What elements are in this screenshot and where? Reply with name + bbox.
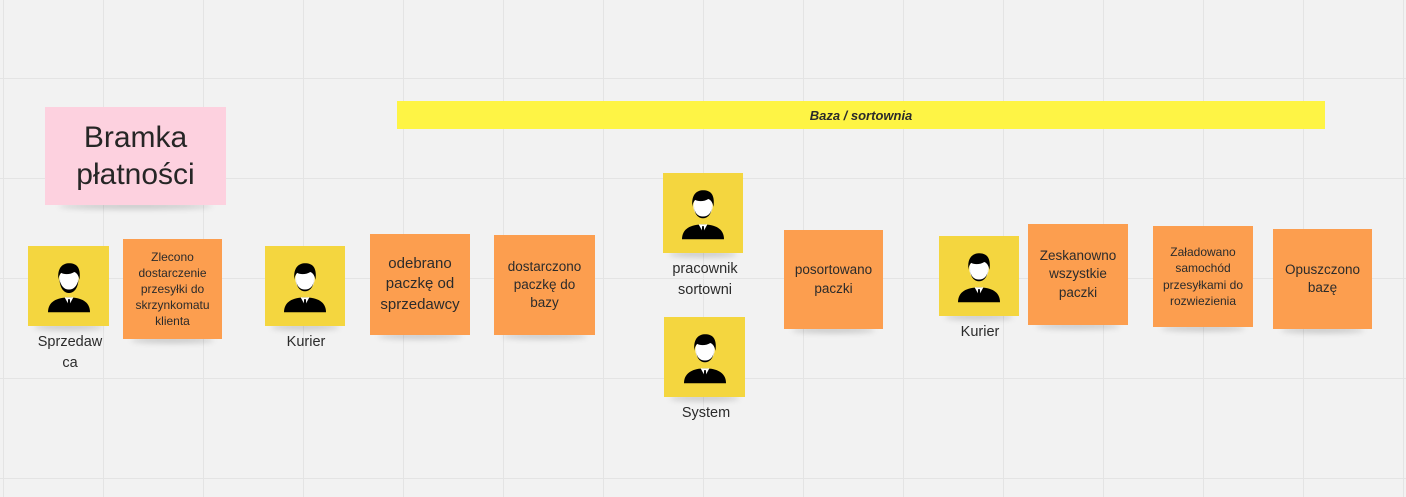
event-note-sorted[interactable]: posortowano paczki (784, 230, 883, 329)
person-icon (682, 190, 724, 240)
event-label: odebrano paczkę od sprzedawcy (380, 255, 460, 313)
external-system-note[interactable]: Bramka płatności (45, 107, 226, 205)
actor-note-courier-2[interactable] (939, 236, 1019, 316)
actor-label-sorting-worker: pracownik sortowni (672, 261, 738, 299)
event-label: Zeskanowno wszystkie paczki (1039, 248, 1117, 300)
event-label: posortowano paczki (794, 262, 873, 296)
event-note-picked-up[interactable]: odebrano paczkę od sprzedawcy (370, 234, 470, 335)
banner-label: Baza / sortownia (809, 107, 913, 123)
event-label: Załadowano samochód przesyłkami do rozwi… (1162, 245, 1244, 308)
external-system-label: Bramka płatności (76, 120, 195, 192)
actor-note-sorting-worker[interactable] (663, 173, 743, 253)
event-note-loaded[interactable]: Załadowano samochód przesyłkami do rozwi… (1153, 226, 1253, 327)
event-note-delivered-to-base[interactable]: dostarczono paczkę do bazy (494, 235, 595, 335)
event-label: Zlecono dostarczenie przesyłki do skrzyn… (135, 249, 210, 329)
actor-note-system[interactable] (664, 317, 745, 397)
actor-label-seller: Sprzedaw ca (37, 334, 103, 372)
event-label: dostarczono paczkę do bazy (507, 258, 582, 311)
person-icon (958, 253, 1000, 303)
event-note-left-base[interactable]: Opuszczono bazę (1273, 229, 1372, 329)
actor-label-courier-2: Kurier (960, 324, 1000, 340)
actor-note-seller[interactable] (28, 246, 109, 326)
actor-note-courier[interactable] (265, 246, 345, 326)
actor-label-courier: Kurier (286, 334, 326, 350)
event-note-ordered[interactable]: Zlecono dostarczenie przesyłki do skrzyn… (123, 239, 222, 339)
event-label: Opuszczono bazę (1284, 261, 1361, 295)
person-icon (284, 263, 326, 313)
actor-label-system: System (681, 405, 731, 421)
person-icon (683, 334, 726, 384)
event-note-scanned[interactable]: Zeskanowno wszystkie paczki (1028, 224, 1128, 325)
person-icon (47, 263, 90, 313)
bounded-context-banner[interactable]: Baza / sortownia (397, 101, 1325, 129)
